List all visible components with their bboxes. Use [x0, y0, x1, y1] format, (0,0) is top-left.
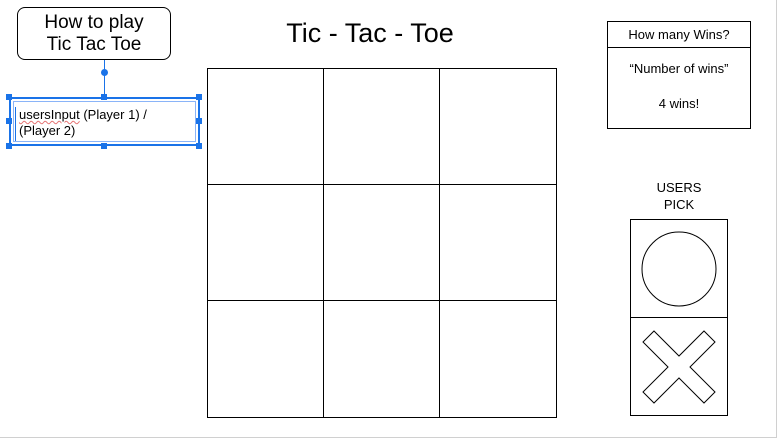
board-cell[interactable]: [324, 301, 440, 417]
users-input-text: usersInput (Player 1) / (Player 2): [19, 107, 198, 139]
pick-x-option[interactable]: [631, 318, 727, 416]
wins-panel: How many Wins? “Number of wins” 4 wins!: [607, 21, 751, 129]
users-pick-label-line1: USERS: [656, 180, 702, 195]
how-to-play-line1: How to play: [44, 11, 144, 33]
wins-count: 4 wins!: [658, 96, 700, 111]
users-pick-panel: [630, 219, 728, 416]
resize-handle-t[interactable]: [101, 94, 107, 100]
users-input-textbox[interactable]: usersInput (Player 1) / (Player 2): [9, 97, 200, 146]
page-title: Tic - Tac - Toe: [286, 18, 454, 48]
wins-placeholder: “Number of wins”: [629, 61, 729, 76]
circle-icon: [641, 231, 717, 306]
rotate-handle[interactable]: [101, 69, 108, 76]
resize-handle-l[interactable]: [6, 118, 12, 124]
game-board: [207, 68, 557, 418]
users-input-word: usersInput: [19, 107, 80, 122]
board-cell[interactable]: [208, 185, 324, 301]
board-cell[interactable]: [324, 185, 440, 301]
users-input-player1: (Player 1) /: [79, 107, 147, 122]
users-pick-label: USERS PICK: [630, 179, 728, 213]
resize-handle-bl[interactable]: [6, 143, 12, 149]
board-cell[interactable]: [208, 301, 324, 417]
resize-handle-br[interactable]: [196, 143, 202, 149]
users-input-player2: (Player 2): [19, 123, 76, 138]
users-pick-label-line2: PICK: [663, 197, 695, 212]
x-icon: [642, 330, 716, 404]
textbox-inner-border: [13, 101, 196, 142]
pick-circle-option[interactable]: [631, 220, 727, 318]
resize-handle-tr[interactable]: [196, 94, 202, 100]
board-cell[interactable]: [440, 69, 556, 185]
board-cell[interactable]: [324, 69, 440, 185]
resize-handle-tl[interactable]: [6, 94, 12, 100]
text-caret: [15, 107, 16, 141]
resize-handle-r[interactable]: [196, 118, 202, 124]
resize-handle-b[interactable]: [101, 143, 107, 149]
wins-header: How many Wins?: [608, 22, 750, 48]
board-cell[interactable]: [208, 69, 324, 185]
connector-line: [104, 60, 105, 97]
how-to-play-line2: Tic Tac Toe: [46, 33, 142, 55]
board-cell[interactable]: [440, 185, 556, 301]
board-cell[interactable]: [440, 301, 556, 417]
how-to-play-button[interactable]: How to play Tic Tac Toe: [17, 7, 171, 60]
